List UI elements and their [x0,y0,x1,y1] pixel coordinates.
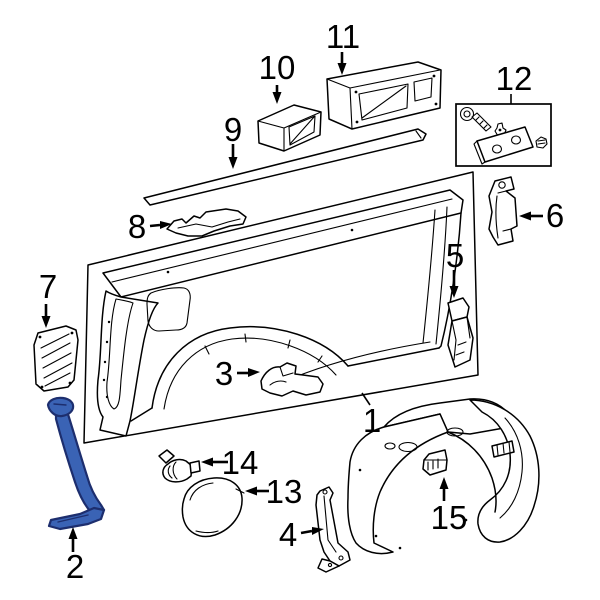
part-label-3[interactable]: 3 [215,355,233,392]
part-11-stake-pocket-housing[interactable] [326,61,442,130]
part-label-9[interactable]: 9 [224,111,242,148]
part-label-6[interactable]: 6 [546,197,564,234]
part-label-13[interactable]: 13 [266,473,303,510]
part-label-1[interactable]: 1 [363,402,381,439]
leader-arrow-2 [68,527,78,552]
plate-icon [473,126,534,165]
leader-arrow-4 [300,527,324,535]
part-15-wheelhouse-liner[interactable] [347,398,540,555]
leader-arrow-7 [41,304,51,328]
part-14-clip[interactable] [158,449,201,483]
part-7-vented-plate[interactable] [33,325,79,392]
part-label-10[interactable]: 10 [259,49,296,86]
part-label-7[interactable]: 7 [39,268,57,305]
leader-arrow-11 [337,52,347,75]
part-1-bed-side-panel[interactable] [96,189,464,437]
nut-icon [535,136,548,149]
part-label-8[interactable]: 8 [128,208,146,245]
frame-outline [83,171,479,444]
part-13-fuel-door[interactable] [181,477,245,538]
part-label-15[interactable]: 15 [431,499,468,536]
part-8-rail-bracket[interactable] [166,208,247,237]
part-3-support-bracket[interactable] [260,362,324,397]
bolt-icon [459,106,492,132]
leader-arrow-14 [201,457,228,467]
part-label-14[interactable]: 14 [222,444,259,481]
leader-arrow-10 [272,85,282,104]
part-12-hardware-kit[interactable] [455,103,552,167]
leader-arrow-6 [519,211,543,221]
part-4-vertical-brace[interactable] [315,486,351,573]
leader-arrow-8 [149,221,172,229]
leader-line-1 [361,392,371,406]
part-10-rail-end-cap[interactable] [257,104,322,152]
leader-arrow-13 [245,486,269,496]
part-label-12[interactable]: 12 [496,60,533,97]
part-6-rear-bracket[interactable] [488,176,518,246]
part-label-11[interactable]: 11 [326,18,360,55]
part-label-2[interactable]: 2 [66,548,84,585]
leader-arrow-15 [439,477,449,501]
part-9-molding-strip[interactable] [143,128,427,206]
leader-arrow-3 [237,368,260,377]
part-label-5[interactable]: 5 [446,237,464,274]
part-5-inner-bracket[interactable] [447,297,474,368]
leader-arrow-9 [228,144,238,169]
part-2-support-rod-highlighted[interactable] [46,396,106,531]
leader-arrow-5 [449,270,459,298]
part-label-4[interactable]: 4 [279,516,297,553]
